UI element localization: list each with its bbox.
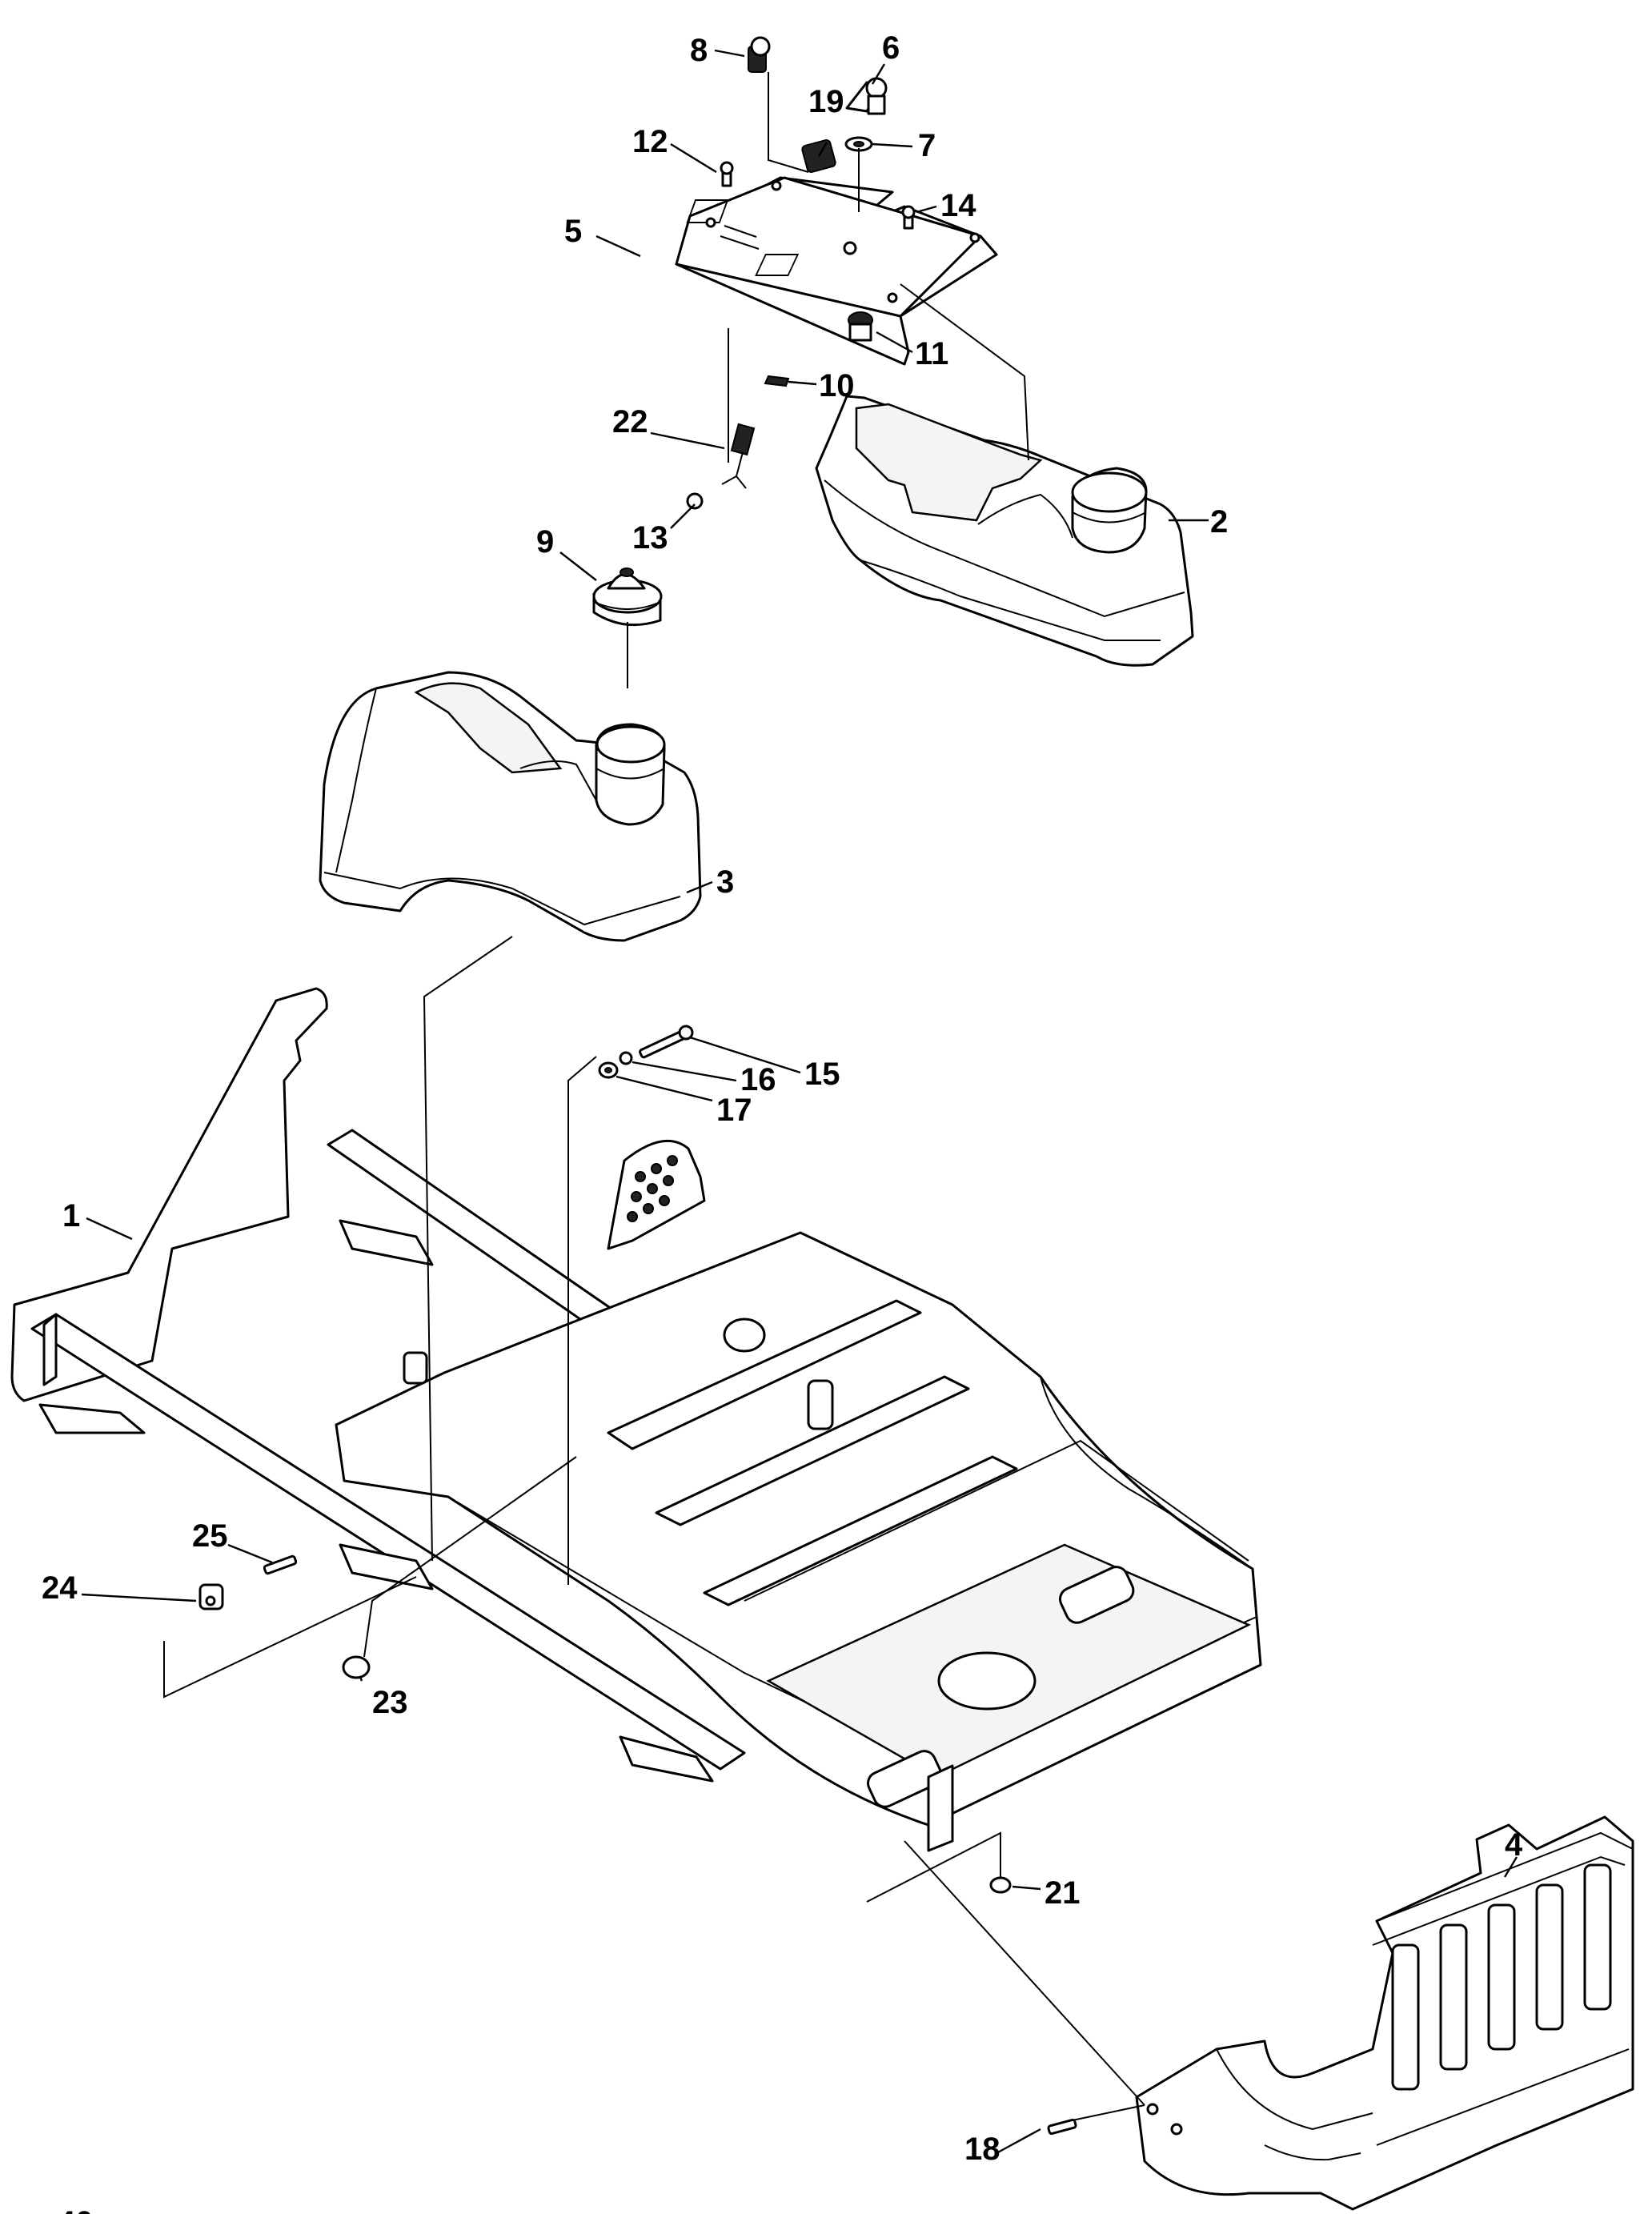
callout-17: 17 — [716, 1093, 752, 1128]
callout-24: 24 — [42, 1570, 78, 1606]
callout-5: 5 — [564, 214, 582, 249]
callout-labels: 1 2 3 4 5 6 7 8 9 10 11 12 13 14 15 16 1… — [42, 30, 1523, 2167]
loose-fasteners — [198, 1025, 1077, 2136]
callout-19: 19 — [808, 84, 844, 119]
console-plate — [675, 176, 998, 366]
callout-3: 3 — [716, 864, 734, 900]
callout-9: 9 — [536, 524, 554, 560]
main-frame — [10, 987, 1262, 1852]
callout-6: 6 — [882, 30, 900, 66]
callout-21: 21 — [1045, 1875, 1081, 1911]
callout-15: 15 — [804, 1057, 840, 1092]
callout-18: 18 — [964, 2132, 1000, 2167]
callout-2: 2 — [1210, 504, 1228, 539]
page-marker: 40 — [58, 2205, 94, 2214]
callout-4: 4 — [1505, 1827, 1523, 1863]
callout-7: 7 — [918, 128, 936, 163]
callout-8: 8 — [690, 33, 708, 68]
callout-23: 23 — [372, 1685, 408, 1720]
left-fender-pod — [319, 671, 702, 942]
callout-13: 13 — [632, 520, 668, 556]
callout-12: 12 — [632, 124, 668, 159]
rear-platform — [1135, 1815, 1634, 2211]
callout-10: 10 — [819, 368, 855, 403]
right-fender-pod — [815, 395, 1194, 667]
callout-14: 14 — [940, 188, 976, 223]
callout-11: 11 — [915, 336, 948, 371]
callout-22: 22 — [612, 404, 648, 439]
callout-1: 1 — [62, 1198, 80, 1233]
callout-16: 16 — [740, 1062, 776, 1097]
seat-plate-holes — [627, 1155, 678, 1222]
assembly-lines — [163, 72, 1145, 2122]
fuel-cap — [592, 568, 663, 627]
callout-leaders — [81, 49, 1518, 2155]
callout-25: 25 — [192, 1518, 228, 1554]
